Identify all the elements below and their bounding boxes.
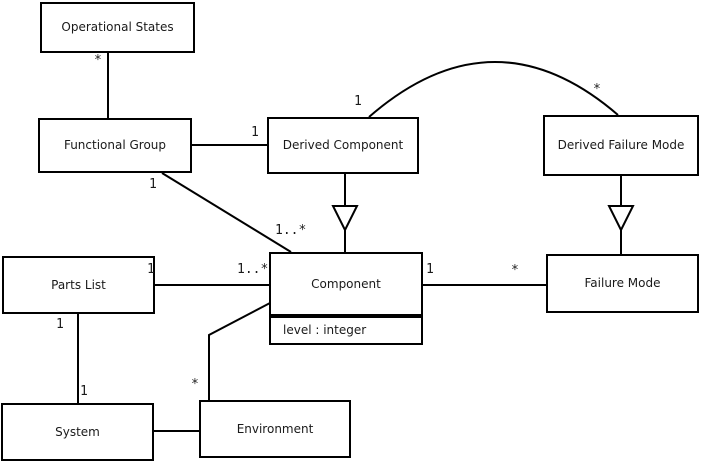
edge-derived-component-derived-failure-mode-arc	[368, 61, 619, 118]
multiplicity-dc-dfm-near-dfm: *	[593, 82, 601, 97]
multiplicity-pl-sys-near-pl: 1	[56, 317, 64, 332]
multiplicity-fg-comp-near-comp: 1..*	[275, 223, 307, 238]
class-label-operational-states: Operational States	[61, 20, 174, 35]
class-box-derived-failure-mode: Derived Failure Mode	[543, 115, 699, 176]
generalization-triangle-component	[331, 205, 359, 233]
class-attribute-compartment: level : integer	[271, 314, 421, 343]
multiplicity-dc-dfm-near-dc: 1	[354, 94, 362, 109]
class-label-component: Component	[311, 276, 381, 291]
class-label-parts-list: Parts List	[51, 277, 106, 292]
multiplicity-fg-comp-near-fg: 1	[149, 177, 157, 192]
class-name-compartment: Component	[271, 254, 421, 314]
multiplicity-pl-comp-near-pl: 1	[147, 262, 155, 277]
multiplicity-pl-sys-near-sys: 1	[80, 384, 88, 399]
class-label-environment: Environment	[236, 421, 314, 436]
class-label-functional-group: Functional Group	[63, 138, 167, 153]
class-box-derived-component: Derived Component	[267, 117, 419, 174]
class-label-failure-mode: Failure Mode	[584, 276, 661, 291]
generalization-triangle-failure-mode	[607, 205, 635, 233]
multiplicity-comp-fm-near-comp: 1	[426, 262, 434, 277]
class-box-operational-states: Operational States	[40, 2, 195, 53]
class-label-system: System	[55, 424, 100, 439]
class-box-system: System	[1, 403, 154, 461]
class-box-parts-list: Parts List	[2, 256, 155, 314]
edge-environment-component	[208, 302, 271, 400]
class-box-functional-group: Functional Group	[38, 118, 192, 173]
class-box-environment: Environment	[199, 400, 351, 458]
attribute-level-integer: level : integer	[283, 323, 367, 338]
multiplicity-pl-comp-near-comp: 1..*	[237, 262, 269, 277]
multiplicity-env-comp-near-env: *	[191, 377, 199, 392]
class-box-failure-mode: Failure Mode	[546, 254, 699, 313]
edge-functional-group-component	[161, 172, 292, 253]
multiplicity-fg-dc-near-dc: 1	[251, 125, 259, 140]
class-label-derived-failure-mode: Derived Failure Mode	[557, 138, 685, 153]
class-label-derived-component: Derived Component	[282, 138, 404, 153]
multiplicity-comp-fm-near-fm: *	[511, 263, 519, 278]
multiplicity-os-fg-near-os: *	[94, 53, 102, 68]
class-box-component: Component level : integer	[269, 252, 423, 345]
